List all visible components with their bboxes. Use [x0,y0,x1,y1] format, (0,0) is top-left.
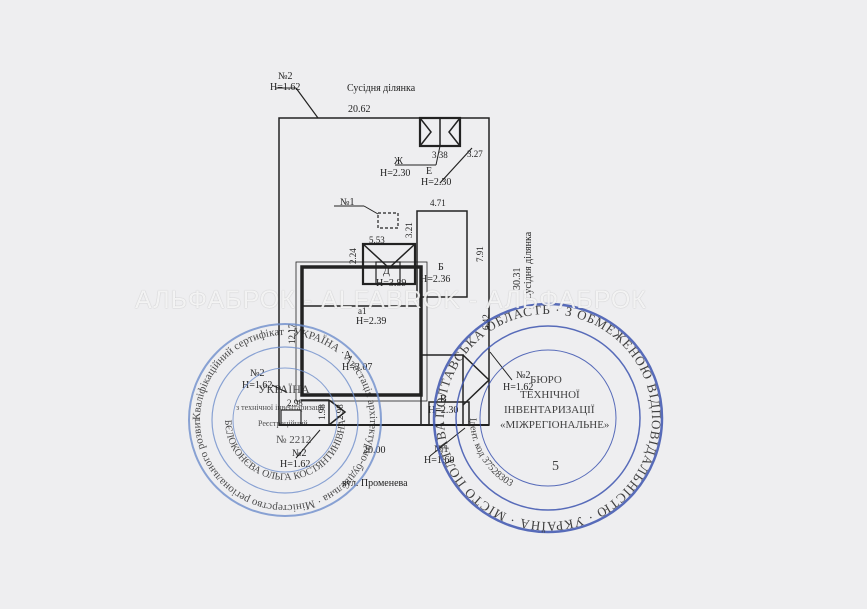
dim-right: 30.31 [512,268,523,291]
stamp-right: ПОЛТАВСЬКА ОБЛАСТЬ · З ОБМЕЖЕНОЮ ВІДПОВІ… [432,302,664,534]
stamp-left-center3: Реєстраційний [258,419,308,428]
dim-left: 12.17 [287,323,297,344]
mark-a: А [344,350,352,361]
dim-bl-h1: 1.98 [317,404,327,420]
mark-n1: №1 [340,197,355,208]
stamp-right-center3: ІНВЕНТАРИЗАЦІЇ [504,404,595,416]
dim-top: 20.62 [348,104,371,115]
stamp-right-center4: «МІЖРЕГІОНАЛЬНЕ» [500,419,609,431]
structure-n1 [377,212,399,229]
leader-n2-top [295,87,319,119]
mark-n2-bottom-h: H=1.62 [280,459,310,470]
mark-n2-left-h: H=1.62 [242,380,272,391]
dim-bl-w: 2.98 [287,398,303,408]
stamp-left-center1: УКРАЇНА [258,382,310,396]
dim-zh-w: 3.38 [432,150,448,160]
dim-d-w: 5.53 [369,235,385,245]
mark-n2-bottom: №2 [292,448,307,459]
building-v [428,401,470,426]
neighbor-label-right: Сусідня ділянка [523,231,534,300]
mark-n2-left: №2 [250,368,265,379]
mark-zh-h: H=2.30 [380,168,410,179]
mark-zh: Ж [394,156,403,167]
stamp-right-center2: ТЕХНІЧНОЇ [520,389,580,401]
dim-b-top: 4.71 [430,198,446,208]
stamp-left: Кваліфікаційний сертифікат · УКРАЇНА · А… [0,0,382,517]
mark-v: В [440,394,447,405]
dim-d-h2: 2.24 [348,248,358,264]
neighbor-label: Сусідня ділянка [347,83,416,94]
mark-n1-bottom: №1 [434,444,449,455]
mark-d-h: H=3.89 [376,278,406,289]
mark-n2-right-h: H=1.62 [503,382,533,393]
stamp-left-name: БЄЛОКОНЄВА ОЛЬГА КОСТЯНТИНІВНА [222,418,348,483]
mark-ye: Е [426,166,432,177]
dim-b-right: 7.91 [475,246,485,262]
stamp-right-center1: БЮРО [530,374,562,386]
stamp-left-center4: № 2212 [276,434,311,446]
mark-d: Д [383,266,390,277]
mark-n1-bottom-h: H=1.60 [424,455,454,466]
stamp-right-number: 5 [552,459,559,474]
building-b [416,210,468,298]
dim-d-h1: 3.21 [404,222,414,238]
dim-bottom: 20.00 [363,445,386,456]
watermark: АЛЬФАБРОК - ALFABROK - АЛЬФАБРОК [135,286,647,314]
gate-left [280,409,302,426]
mark-a1: а1 [358,306,367,316]
mark-v-h: H=2.30 [428,405,458,416]
street-label: вул. Променева [342,478,408,489]
mark-n2-right: №2 [516,370,531,381]
mark-b-h: H=2.36 [420,274,450,285]
mark-ye-h: H=2.30 [421,177,451,188]
stamp-left-center2: з технічної інвентаризації [236,403,325,412]
mark-n2-top-h: H=1.62 [270,82,300,93]
dim-bl-h2: 2.98 [335,404,345,420]
mark-b: Б [438,262,444,273]
mark-a1-h: H=2.39 [356,316,386,327]
dim-ye-w: 3.27 [467,149,483,159]
mark-n2-top: №2 [278,71,293,82]
mark-a-h: H=3.07 [342,362,372,373]
